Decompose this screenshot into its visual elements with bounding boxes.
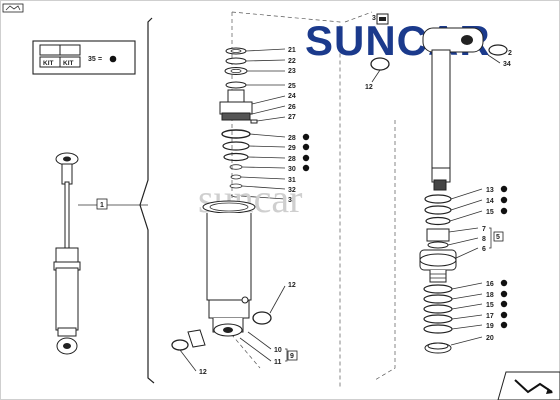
svg-text:=: = (98, 56, 102, 63)
callout-12-bottom: 12 (179, 349, 207, 376)
kit-tag-1: KIT (43, 60, 54, 67)
dashed-guide-top (344, 11, 373, 23)
label-13: 13 (486, 187, 494, 194)
label-3: 3 (372, 15, 376, 22)
cylinder-barrel (202, 200, 256, 337)
callout-group-cylinder: 1 (78, 198, 148, 210)
label-12-right: 12 (365, 84, 373, 91)
rod-column-callouts: 21 22 23 25 24 26 27 28 29 28 30 31 32 3… (240, 47, 310, 204)
label-5: 5 (496, 234, 500, 241)
label-22: 22 (288, 58, 296, 65)
label-31: 31 (288, 177, 296, 184)
kit-box: KIT KIT 35 = (32, 40, 136, 75)
kit-ref-number: 35 (88, 56, 96, 63)
label-1: 1 (100, 202, 104, 209)
dashed-guide-middle (231, 11, 341, 388)
label-24: 24 (288, 93, 296, 100)
label-16: 16 (486, 281, 494, 288)
label-12-mid: 12 (288, 282, 296, 289)
bullet-icon (500, 207, 508, 215)
label-8: 8 (482, 236, 486, 243)
bullet-icon (500, 279, 508, 287)
label-26: 26 (288, 104, 296, 111)
label-15-lower: 15 (486, 302, 494, 309)
bullet-icon (302, 143, 310, 151)
right-top-callouts: 12 3 34 2 (365, 15, 512, 91)
label-14: 14 (486, 198, 494, 205)
rod-column-parts (219, 47, 258, 198)
label-27: 27 (288, 114, 296, 121)
dashed-guide-right (374, 120, 396, 381)
piston-rod (370, 13, 508, 191)
right-upper-callouts: 13 14 15 7 8 6 5 (447, 185, 508, 259)
label-23: 23 (288, 68, 296, 75)
right-lower-parts (423, 284, 453, 354)
bullet-icon (500, 290, 508, 298)
label-28b: 28 (288, 156, 296, 163)
bushing-parts (171, 329, 206, 351)
pin-12-mid: 12 (252, 282, 296, 325)
kit-bullet-icon (109, 55, 117, 63)
label-12-bottom: 12 (199, 369, 207, 376)
corner-arrow-icon (497, 371, 560, 400)
label-10: 10 (274, 347, 282, 354)
right-upper-parts (419, 194, 457, 283)
top-left-corner-icon (2, 3, 24, 13)
label-32: 32 (288, 187, 296, 194)
bullet-icon (500, 321, 508, 329)
label-18: 18 (486, 292, 494, 299)
bullet-icon (500, 196, 508, 204)
bullet-icon (500, 311, 508, 319)
label-6: 6 (482, 246, 486, 253)
callouts-10-11: 10 11 9 (239, 331, 298, 366)
label-19: 19 (486, 323, 494, 330)
label-20: 20 (486, 335, 494, 342)
bullet-icon (302, 133, 310, 141)
label-9: 9 (290, 353, 294, 360)
label-17: 17 (486, 313, 494, 320)
label-15: 15 (486, 209, 494, 216)
label-25: 25 (288, 83, 296, 90)
label-21: 21 (288, 47, 296, 54)
label-2: 2 (508, 50, 512, 57)
cylinder-assembly (53, 152, 81, 355)
label-7: 7 (482, 226, 486, 233)
kit-tag-2: KIT (63, 60, 74, 67)
label-11: 11 (274, 359, 282, 366)
bullet-icon (500, 300, 508, 308)
bullet-icon (500, 185, 508, 193)
assembly-bracket (139, 17, 155, 384)
label-33: 33 (288, 197, 296, 204)
label-29: 29 (288, 145, 296, 152)
bullet-icon (302, 164, 310, 172)
bullet-icon (302, 154, 310, 162)
label-30: 30 (288, 166, 296, 173)
label-28: 28 (288, 135, 296, 142)
label-34: 34 (503, 61, 511, 68)
right-lower-callouts: 16 18 15 17 19 20 (450, 279, 508, 346)
kit-icon: KIT KIT (39, 44, 81, 68)
